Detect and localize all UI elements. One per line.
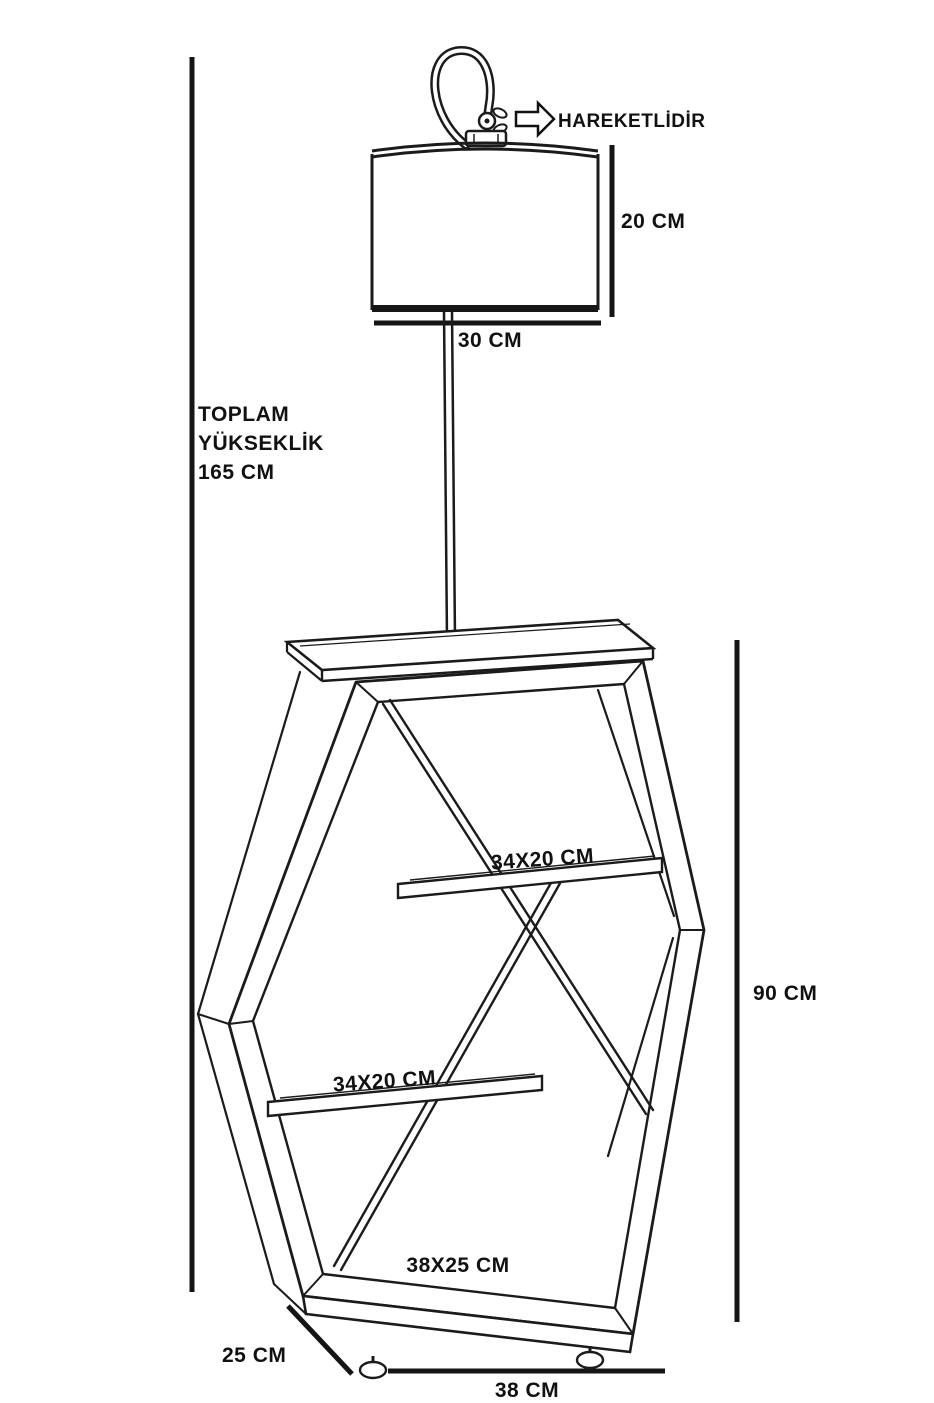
upper-shelf [396,855,664,900]
lamp-joint-fixture [464,107,508,148]
label-frame-height: 90 CM [753,982,817,1005]
label-total-height-line2: YÜKSEKLİK [198,432,324,455]
foot-right [575,1346,605,1370]
label-movable: HAREKETLİDİR [558,111,705,132]
lamp-pole [442,311,457,641]
dimension-line-base-depth [286,1304,354,1376]
middle-shelf [266,1073,544,1118]
base-shelf [273,1283,635,1354]
label-shade-height: 20 CM [621,210,685,233]
movable-arrow-icon [514,99,556,139]
shelf-unit-frame [196,659,706,1336]
label-total-height-line3: 165 CM [198,461,275,484]
lamp-gooseneck [430,46,495,150]
shelf-unit-top-board [283,618,657,683]
label-base-width: 38 CM [495,1379,559,1402]
label-shade-diameter: 30 CM [458,329,522,352]
label-total-height-line1: TOPLAM [198,403,289,426]
label-base-depth: 25 CM [222,1344,286,1367]
lamp-shade [370,141,600,312]
foot-left [358,1356,388,1380]
label-base-shelf: 38X25 CM [406,1254,509,1277]
